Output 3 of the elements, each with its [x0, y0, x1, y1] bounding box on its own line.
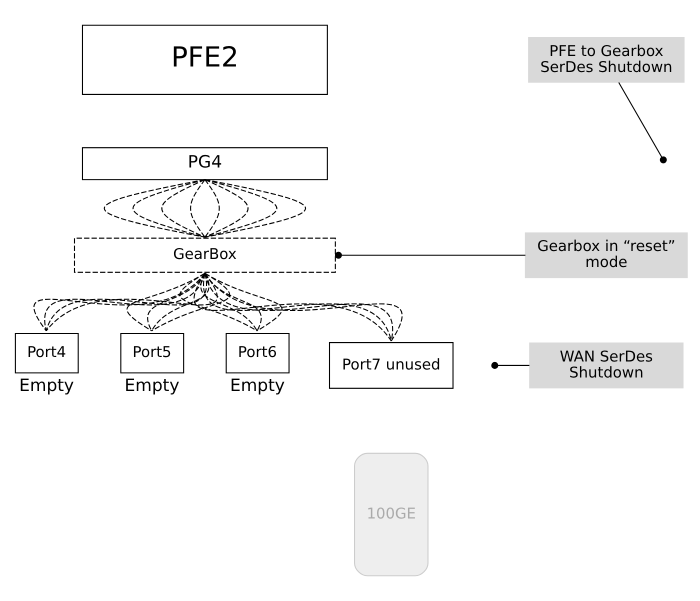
node-label: Empty	[124, 376, 180, 396]
node-label: Empty	[19, 376, 74, 396]
node-label: Empty	[230, 376, 285, 396]
